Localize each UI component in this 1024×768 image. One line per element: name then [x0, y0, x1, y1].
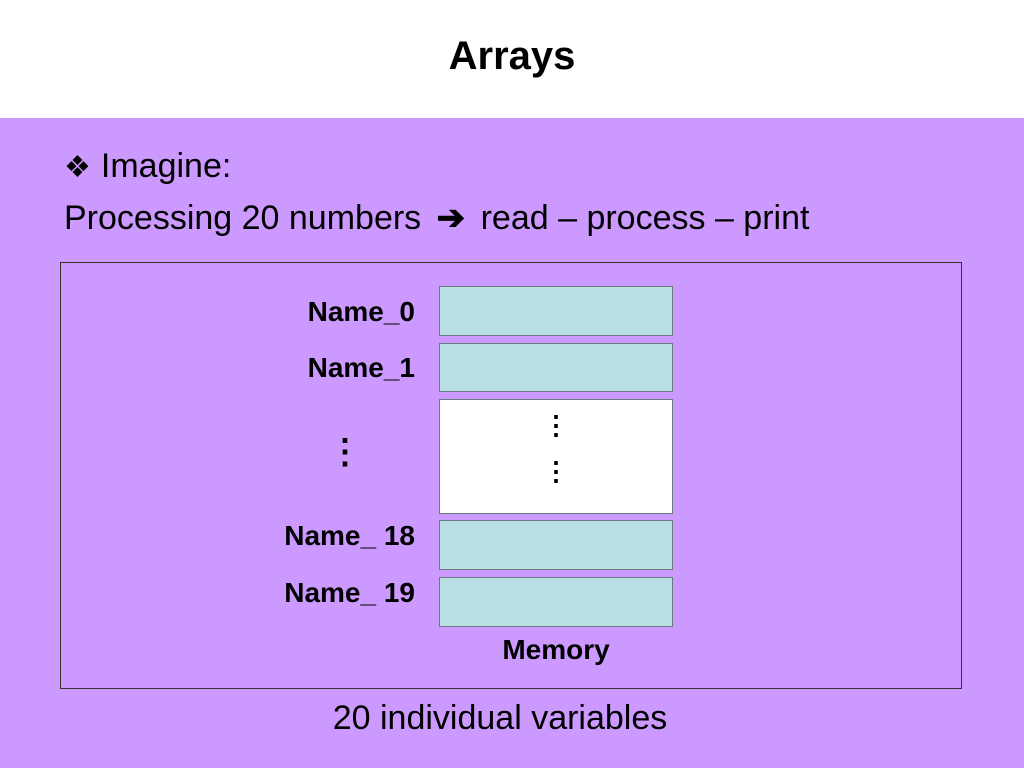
variable-label-name-18: Name_ 18 — [284, 520, 415, 551]
memory-cell-gap: ⋮ ⋮ — [439, 399, 673, 514]
memory-cell-name-19 — [439, 577, 673, 627]
slide-content: ❖ Imagine: Processing 20 numbers ➔ read –… — [0, 118, 1024, 768]
label-ellipsis: ⋮ — [328, 433, 362, 471]
diamond-bullet-icon: ❖ — [64, 151, 91, 184]
memory-cell-name-0 — [439, 286, 673, 336]
memory-cell-name-18 — [439, 520, 673, 570]
arrow-right-icon: ➔ — [436, 199, 466, 237]
memory-cell-name-1 — [439, 343, 673, 392]
process-line: Processing 20 numbers ➔ read – process –… — [64, 196, 809, 240]
variable-label-name-1: Name_1 — [307, 352, 415, 383]
memory-diagram: Name_0 Name_1 ⋮ ⋮ ⋮ Name_ 18 Name_ 19 Me… — [60, 262, 962, 689]
variable-label-name-19: Name_ 19 — [284, 577, 415, 608]
cell-ellipsis-lower: ⋮ — [543, 456, 569, 486]
memory-label: Memory — [502, 634, 610, 665]
bullet-text: Imagine: — [100, 147, 232, 185]
cell-ellipsis-upper: ⋮ — [543, 410, 569, 440]
process-text-after: read – process – print — [480, 199, 810, 237]
process-text-before: Processing 20 numbers — [64, 199, 422, 237]
variable-label-name-0: Name_0 — [307, 296, 415, 327]
slide-header: Arrays — [0, 0, 1024, 118]
footer-text: 20 individual variables — [332, 699, 668, 737]
bullet-line: ❖ Imagine: — [64, 144, 231, 190]
slide-title: Arrays — [448, 34, 576, 78]
